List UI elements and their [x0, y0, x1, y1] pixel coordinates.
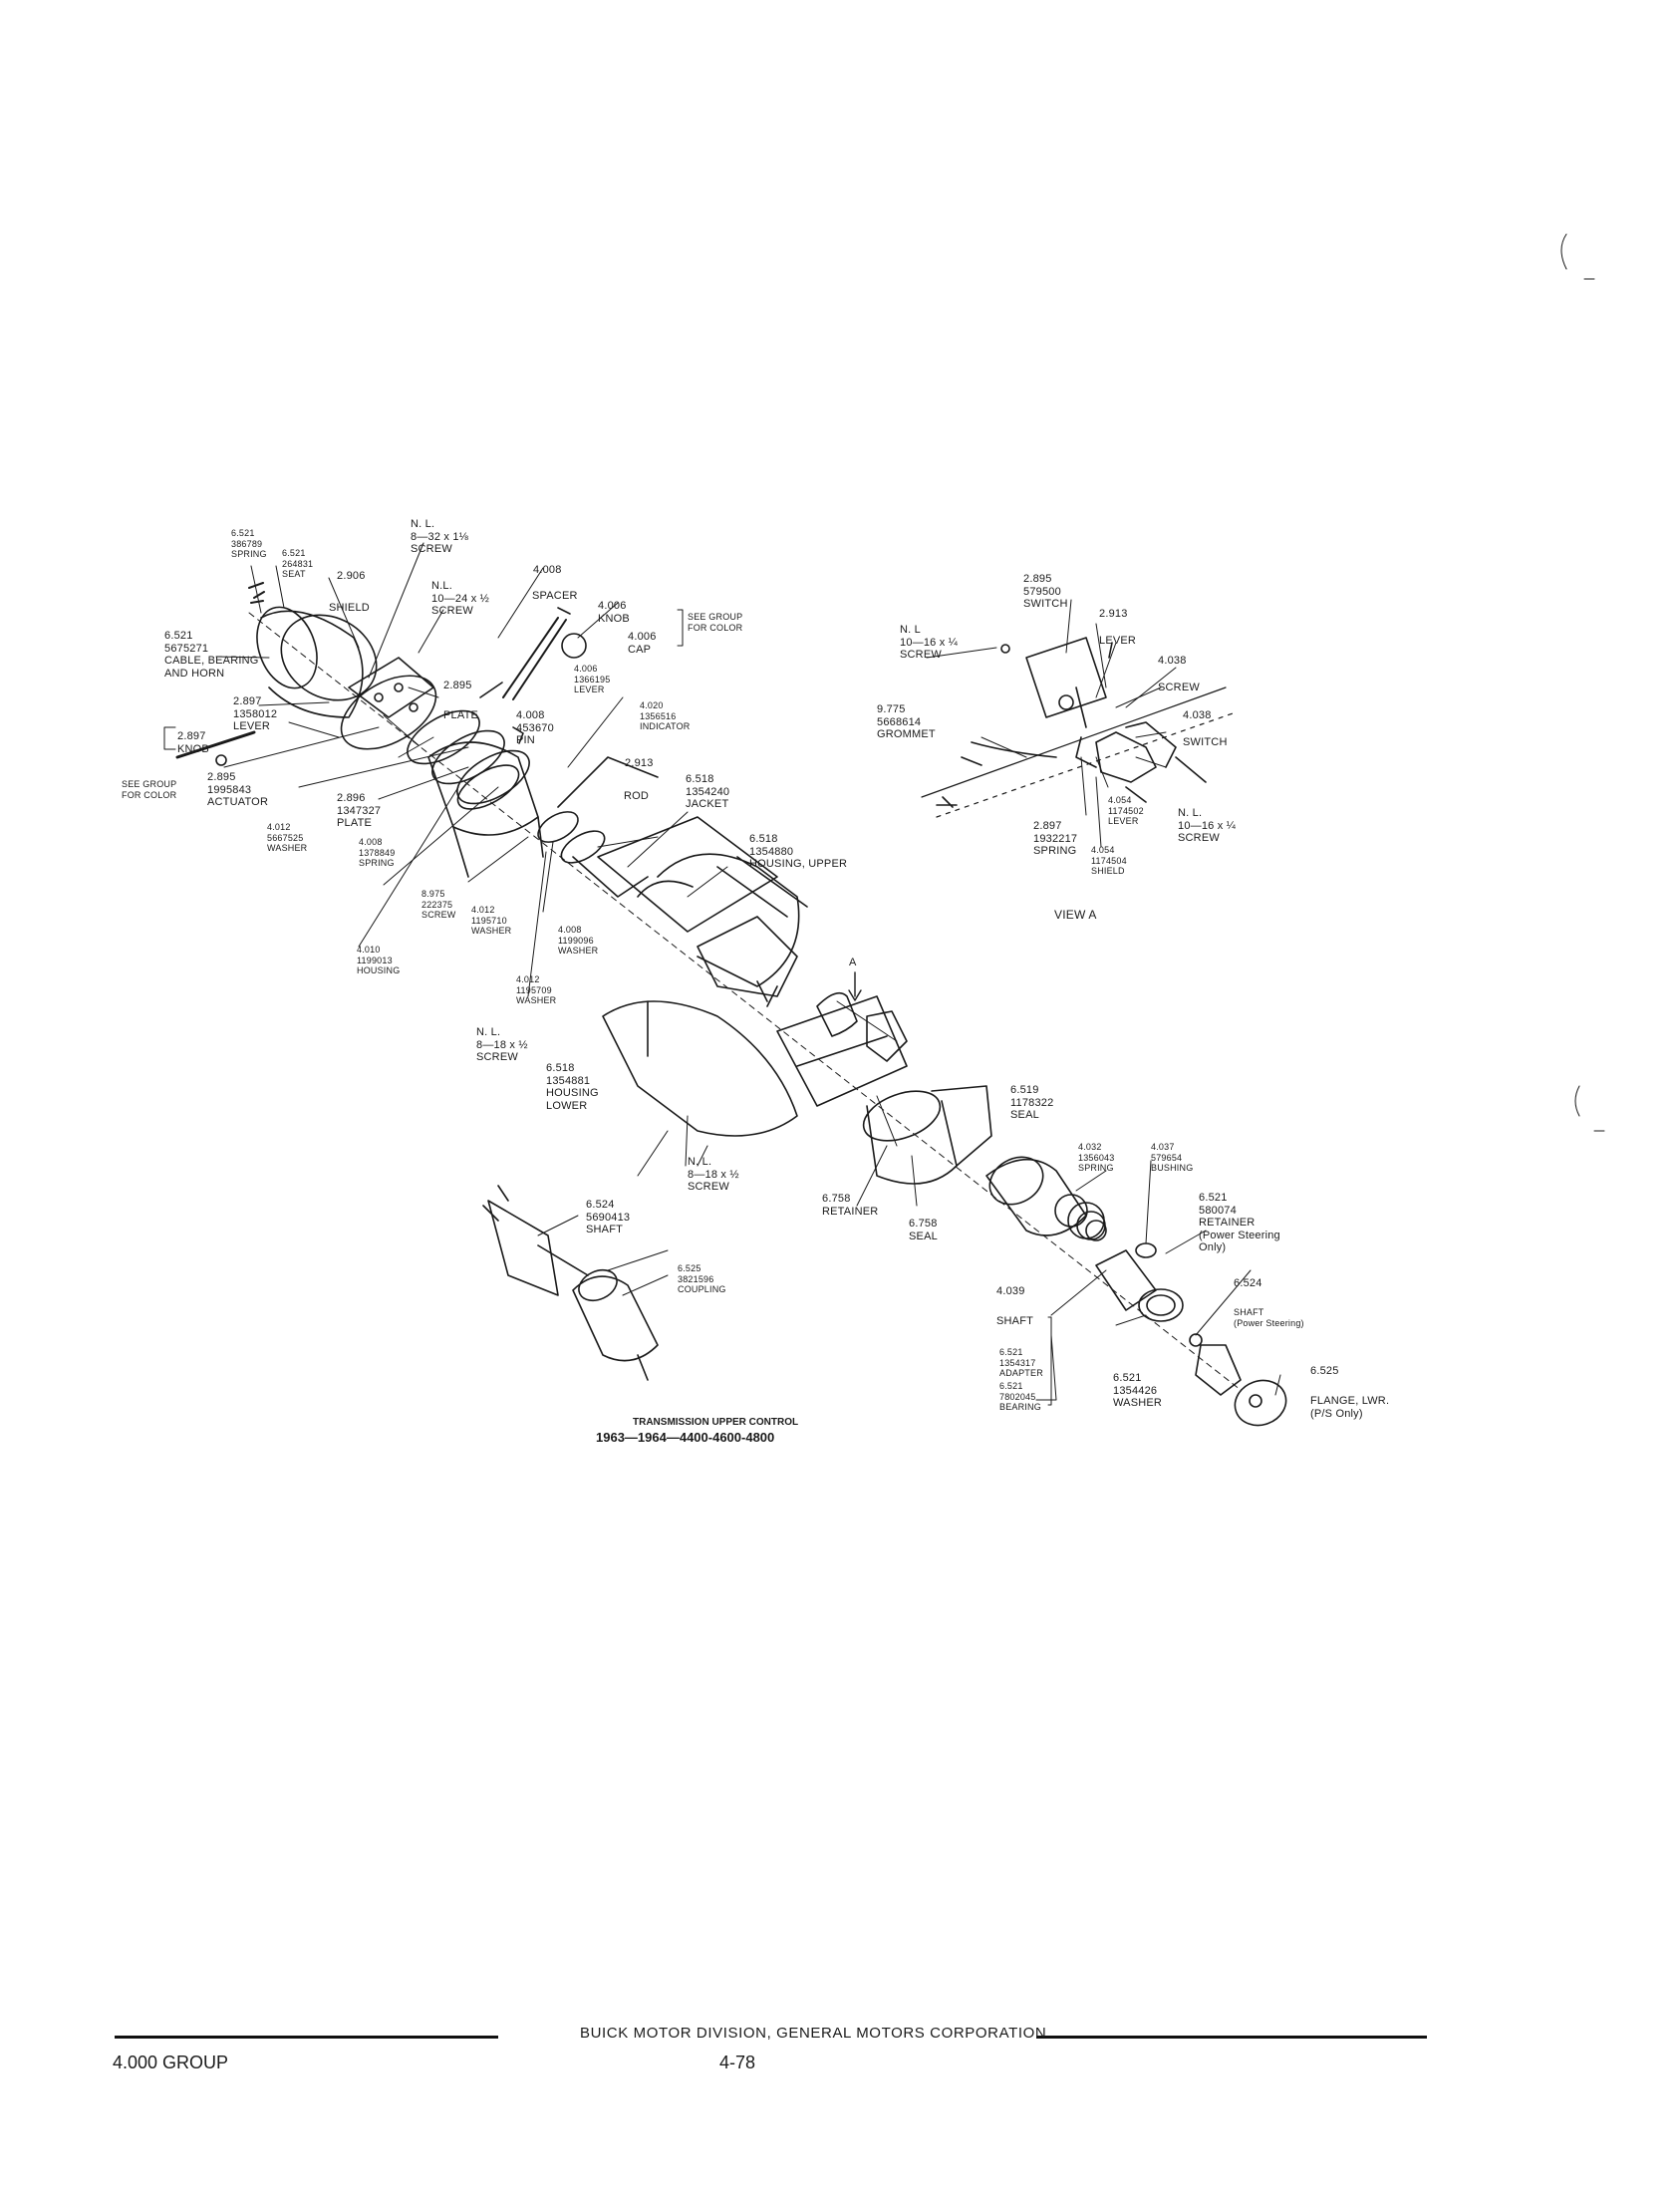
callout-4038-screw-num: 4.038 — [1158, 655, 1187, 667]
callout-spacer: SPACER — [532, 590, 578, 602]
callout-6525: 6.525 — [1310, 1365, 1339, 1377]
arrow-a-label: A — [849, 957, 857, 968]
view-a-label: VIEW A — [1054, 908, 1097, 922]
callout-shaft-power-steering: SHAFT(Power Steering) — [1234, 1307, 1304, 1328]
callout-2895: 2.895 — [443, 680, 472, 691]
footer-division: BUICK MOTOR DIVISION, GENERAL MOTORS COR… — [580, 2025, 1047, 2042]
callout-plate: PLATE — [443, 709, 479, 721]
callout-2913-view-a: 2.913 — [1099, 608, 1128, 620]
footer-rule-left — [115, 2036, 498, 2039]
footer-group: 4.000 GROUP — [113, 2053, 229, 2072]
view-a-arrow — [848, 971, 862, 1001]
shaft-coupling-assembly — [482, 1185, 659, 1381]
knob-bracket — [163, 726, 176, 750]
see-group-bracket — [677, 609, 684, 647]
callout-leader-lines — [215, 542, 1281, 1401]
adapter-bracket — [1047, 1316, 1052, 1406]
diagram-title: TRANSMISSION UPPER CONTROL — [633, 1417, 799, 1428]
margin-mark-top — [1560, 233, 1595, 280]
margin-mark-mid — [1574, 1085, 1605, 1132]
callout-2906: 2.906 — [337, 570, 366, 582]
callout-shield: SHIELD — [329, 602, 370, 614]
callout-4008-top: 4.008 — [533, 564, 562, 576]
callout-rod: ROD — [624, 790, 650, 802]
callout-4039: 4.039 — [996, 1285, 1025, 1297]
callout-switch-view-a: SWITCH — [1183, 736, 1228, 748]
callout-4038-switch-num: 4.038 — [1183, 709, 1212, 721]
callout-2913-rod: 2.913 — [625, 757, 654, 769]
callout-4038-screw: SCREW — [1158, 682, 1200, 693]
footer-rule-right — [1036, 2036, 1427, 2039]
steering-column-assembly — [175, 582, 1287, 1427]
callout-flange-lwr: FLANGE, LWR.(P/S Only) — [1310, 1395, 1390, 1420]
footer-page-number: 4-78 — [719, 2053, 756, 2072]
view-a-detail — [921, 637, 1237, 818]
diagram-subtitle: 1963—1964—4400-4600-4800 — [596, 1430, 775, 1445]
callout-shaft: SHAFT — [996, 1315, 1034, 1327]
callout-lever-view-a: LEVER — [1099, 635, 1137, 647]
callout-6524-power: 6.524 — [1234, 1277, 1262, 1289]
